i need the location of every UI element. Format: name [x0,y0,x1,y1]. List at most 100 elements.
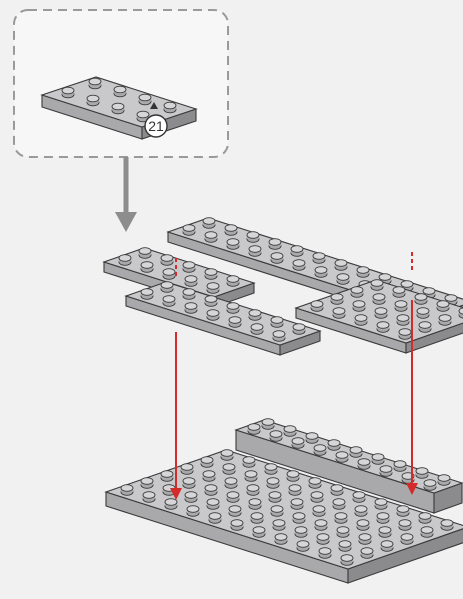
stud [249,499,261,510]
stud [361,548,373,559]
stud [119,255,131,266]
stud [249,310,261,321]
guide-arrow-icon [115,157,137,232]
stud [287,471,299,482]
stud [292,438,304,449]
stud [62,87,74,98]
stud [203,471,215,482]
stud [185,276,197,287]
stud [395,301,407,312]
stud [249,246,261,257]
stud [265,464,277,475]
stud [273,520,285,531]
stud [353,492,365,503]
stud [183,225,195,236]
stud [309,478,321,489]
stud [315,520,327,531]
stud [313,253,325,264]
stud [181,464,193,475]
stud [229,317,241,328]
stud [185,303,197,314]
stud [351,287,363,298]
part-count-badge: 21 [145,115,167,137]
stud [313,506,325,517]
stud [371,280,383,291]
stud [306,433,318,444]
stud [163,269,175,280]
stud [424,480,436,491]
stud [185,492,197,503]
stud [293,324,305,335]
stud [314,445,326,456]
stud [143,492,155,503]
stud [328,440,340,451]
stud [227,276,239,287]
stud [121,485,133,496]
stud [394,461,406,472]
stud [337,527,349,538]
stud [89,78,101,89]
stud [393,287,405,298]
stud [397,315,409,326]
stud [267,478,279,489]
stud [209,513,221,524]
frame-assembly [104,218,463,355]
stud [269,239,281,250]
stud [415,294,427,305]
stud [253,527,265,538]
stud [207,283,219,294]
stud [311,492,323,503]
stud [333,308,345,319]
stud [397,506,409,517]
stud [295,527,307,538]
stud [271,317,283,328]
stud [381,541,393,552]
stud [227,303,239,314]
stud [141,478,153,489]
stud [114,86,126,97]
stud [437,301,449,312]
stud [225,478,237,489]
stud [311,301,323,312]
stud [205,485,217,496]
stud [223,464,235,475]
stud [339,541,351,552]
stud [269,492,281,503]
stud [183,478,195,489]
stud [355,315,367,326]
stud [201,457,213,468]
stud [275,534,287,545]
stud [416,468,428,479]
stud [419,322,431,333]
stud [379,527,391,538]
stud [207,499,219,510]
stud [227,492,239,503]
stud [141,289,153,300]
stud [399,329,411,340]
stud [227,239,239,250]
stud [183,262,195,273]
stud [419,513,431,524]
stud [161,282,173,293]
stud [336,452,348,463]
stud [207,310,219,321]
stud [357,520,369,531]
stud [350,447,362,458]
stud [205,269,217,280]
stud [229,506,241,517]
stud [271,506,283,517]
stud [139,94,151,105]
stud [380,466,392,477]
stud [139,248,151,259]
stud [341,555,353,566]
stud [438,475,450,486]
stud [375,308,387,319]
stud [231,520,243,531]
stud [353,301,365,312]
stud [165,499,177,510]
stud [289,485,301,496]
stud [319,548,331,559]
stud [297,541,309,552]
